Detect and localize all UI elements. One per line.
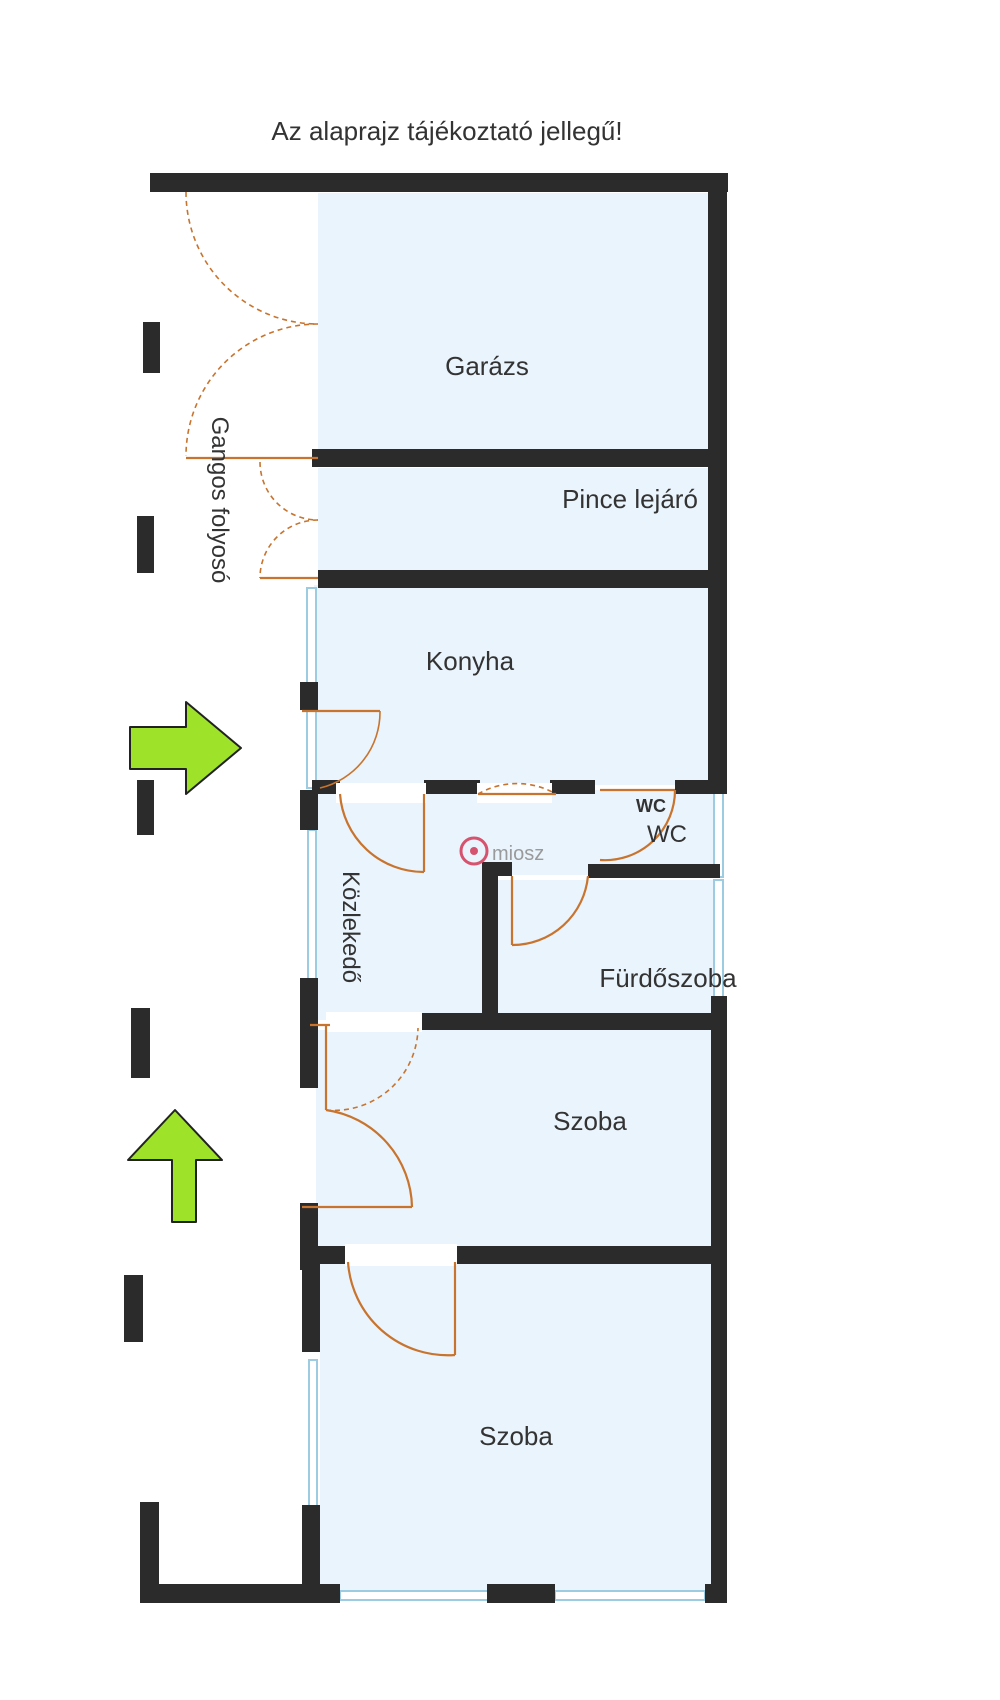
wall-kitchen-bottom-c — [550, 780, 595, 794]
room-label-bathroom: Fürdőszoba — [599, 963, 737, 993]
window-bottom-right — [554, 1590, 706, 1601]
wall-left-room1 — [300, 1203, 318, 1270]
room-label-wc-small: WC — [636, 796, 666, 816]
wall-garage-cellar — [312, 449, 715, 467]
room-label-corridor: Gangos folyosó — [206, 417, 233, 584]
corridor-post-1 — [143, 322, 160, 373]
room-label-cellar-stairs: Pince lejáró — [562, 484, 698, 514]
wall-room1-room2-b — [455, 1246, 715, 1264]
window-room-bottom-left — [308, 1359, 318, 1511]
wall-left-kitchen — [300, 682, 318, 710]
wall-wc-bath — [588, 864, 720, 878]
wall-hall-room1 — [420, 1013, 720, 1030]
doors — [185, 191, 677, 1357]
wall-left-room2 — [302, 1262, 320, 1352]
wall-left-room2-b — [302, 1505, 320, 1603]
room-label-room1: Szoba — [553, 1106, 627, 1136]
wall-top — [150, 173, 728, 192]
room-label-wc: WC — [647, 821, 687, 848]
wall-kitchen-bottom-d — [675, 780, 727, 794]
room-fills — [314, 193, 720, 1600]
wall-left-hall-b — [300, 978, 318, 1088]
wall-left-bottom-post — [140, 1502, 159, 1602]
corridor-post-4 — [131, 1008, 150, 1078]
room-label-kitchen: Konyha — [426, 646, 515, 676]
wall-bottom-right — [705, 1584, 727, 1603]
room-label-garage: Garázs — [445, 351, 529, 381]
wall-right-lower — [711, 996, 727, 1603]
wall-bath-left-top — [482, 862, 512, 876]
room-label-hallway: Közlekedő — [337, 871, 364, 983]
plan-title: Az alaprajz tájékoztató jellegű! — [271, 116, 622, 146]
watermark-logo-icon — [459, 836, 489, 866]
watermark: miosz — [492, 843, 544, 865]
wall-cellar-kitchen — [318, 570, 715, 588]
corridor-post-5 — [124, 1275, 143, 1342]
wall-bath-left — [482, 862, 498, 1024]
corridor-post-3 — [137, 780, 154, 835]
entrance-arrow-up-icon — [127, 1109, 223, 1223]
room-label-room2: Szoba — [479, 1421, 553, 1451]
wall-bottom-left — [140, 1584, 340, 1603]
wall-kitchen-bottom-b — [424, 780, 480, 794]
wall-right-upper — [708, 173, 727, 788]
window-bottom-left — [339, 1590, 491, 1601]
corridor-post-2 — [137, 516, 154, 573]
walls — [124, 173, 728, 1603]
window-hallway — [307, 829, 317, 981]
wall-bottom-middle — [487, 1584, 555, 1603]
entrance-arrow-right-icon — [129, 701, 242, 795]
wall-left-hall-a — [300, 790, 318, 830]
